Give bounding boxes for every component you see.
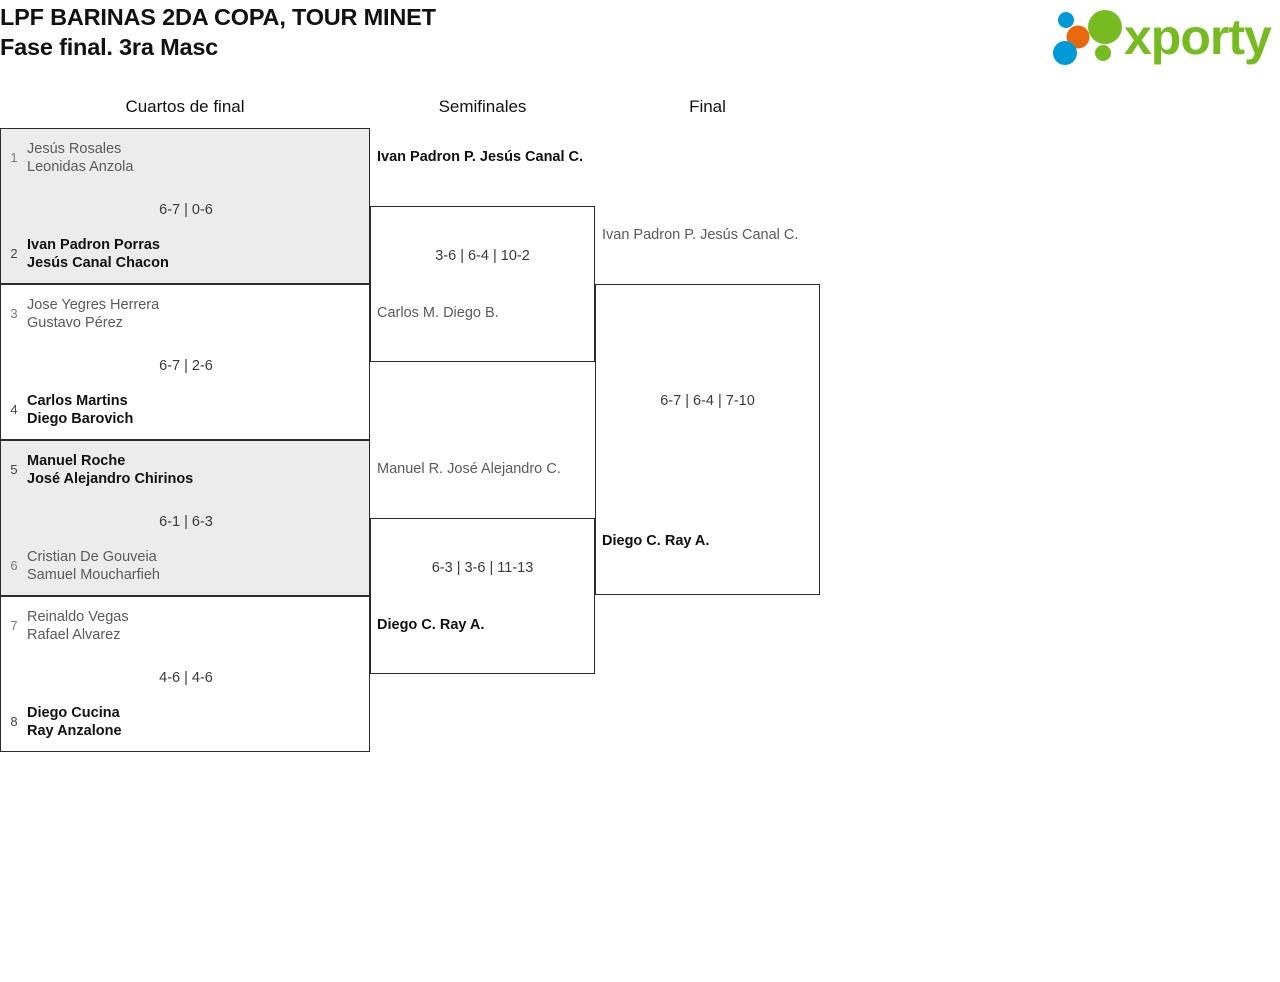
player-name: Jesús Canal C. — [700, 227, 799, 243]
qf2-bottom-players: Carlos Martins Diego Barovich — [27, 392, 133, 429]
player-name: Carlos M. — [377, 305, 440, 321]
player-name: Manuel R. — [377, 461, 444, 477]
qf3-top-entry[interactable]: 5 Manuel Roche José Alejandro Chirinos — [1, 449, 371, 491]
sf1-bottom-entry[interactable]: Carlos M. Diego B. — [377, 304, 595, 323]
final-top-entry[interactable]: Ivan Padron P. Jesús Canal C. — [602, 226, 820, 245]
qf2-top-seed: 3 — [10, 306, 18, 321]
final-bottom-entry[interactable]: Diego C. Ray A. — [602, 532, 820, 551]
player-name: Ray Anzalone — [27, 723, 122, 739]
match-qf-3[interactable]: 5 Manuel Roche José Alejandro Chirinos 6… — [0, 440, 370, 596]
page-header: LPF BARINAS 2DA COPA, TOUR MINET Fase fi… — [0, 0, 1280, 88]
tournament-title-line-2: Fase final. 3ra Masc — [0, 34, 219, 60]
player-name: José Alejandro Chirinos — [27, 471, 194, 487]
player-name: Jose Yegres Herrera — [27, 296, 160, 313]
player-name: Ray A. — [664, 533, 710, 549]
logo-dot-orange — [1066, 25, 1090, 49]
sf1-top-entry[interactable]: Ivan Padron P. Jesús Canal C. — [377, 148, 595, 167]
player-name: Diego C. — [602, 533, 661, 549]
sf2-bottom-entry[interactable]: Diego C. Ray A. — [377, 616, 595, 635]
player-name: Carlos Martins — [27, 392, 128, 409]
qf4-top-players: Reinaldo Vegas Rafael Alvarez — [27, 608, 129, 645]
player-name: Ivan Padron Porras — [27, 236, 160, 253]
qf4-bottom-players: Diego Cucina Ray Anzalone — [27, 704, 122, 741]
player-name: Rafael Alvarez — [27, 627, 121, 643]
player-name: Ivan Padron P. — [377, 149, 476, 165]
tournament-title-line-1: LPF BARINAS 2DA COPA, TOUR MINET — [0, 4, 436, 30]
player-name: Jesús Canal C. — [479, 149, 584, 165]
match-qf-4[interactable]: 7 Reinaldo Vegas Rafael Alvarez 4-6 | 4-… — [0, 596, 370, 752]
tournament-title-block: LPF BARINAS 2DA COPA, TOUR MINET Fase fi… — [0, 2, 900, 62]
player-name: Ivan Padron P. — [602, 227, 697, 243]
sf2-score: 6-3 | 3-6 | 11-13 — [431, 560, 534, 576]
player-name: Diego B. — [443, 305, 499, 321]
qf1-top-entry[interactable]: 1 Jesús Rosales Leonidas Anzola — [1, 137, 371, 179]
match-final[interactable]: 6-7 | 6-4 | 7-10 — [595, 284, 820, 595]
qf3-bottom-entry[interactable]: 6 Cristian De Gouveia Samuel Moucharfieh — [1, 545, 371, 587]
qf2-bottom-seed: 4 — [10, 402, 18, 417]
round-header-final: Final — [689, 97, 726, 116]
player-name: Samuel Moucharfieh — [27, 567, 160, 583]
qf3-bottom-players: Cristian De Gouveia Samuel Moucharfieh — [27, 548, 160, 585]
qf4-bottom-seed: 8 — [10, 714, 18, 729]
player-name: Gustavo Pérez — [27, 315, 123, 331]
match-qf-1[interactable]: 1 Jesús Rosales Leonidas Anzola 6-7 | 0-… — [0, 128, 370, 284]
qf3-bottom-seed: 6 — [10, 558, 18, 573]
qf3-top-players: Manuel Roche José Alejandro Chirinos — [27, 452, 193, 489]
qf1-top-players: Jesús Rosales Leonidas Anzola — [27, 140, 133, 177]
qf1-bottom-players: Ivan Padron Porras Jesús Canal Chacon — [27, 236, 169, 273]
player-name: Diego Cucina — [27, 704, 120, 721]
logo-dot-green-small — [1095, 45, 1111, 61]
player-name: Cristian De Gouveia — [27, 548, 157, 565]
player-name: Jesús Rosales — [27, 140, 122, 157]
sf2-top-entry[interactable]: Manuel R. José Alejandro C. — [377, 460, 595, 479]
player-name: José Alejandro C. — [447, 461, 561, 477]
player-name: Diego Barovich — [27, 411, 134, 427]
player-name: Diego C. — [377, 617, 436, 633]
xporty-logo-graphic: xporty — [1053, 9, 1273, 65]
player-name: Reinaldo Vegas — [27, 608, 129, 625]
qf2-top-entry[interactable]: 3 Jose Yegres Herrera Gustavo Pérez — [1, 293, 371, 335]
logo-wordmark: xporty — [1124, 9, 1272, 65]
logo-dot-blue-small — [1058, 12, 1074, 28]
qf4-score: 4-6 | 4-6 — [159, 670, 213, 686]
qf3-score: 6-1 | 6-3 — [159, 514, 213, 530]
match-sf-1[interactable]: 3-6 | 6-4 | 10-2 — [370, 206, 595, 362]
qf4-top-entry[interactable]: 7 Reinaldo Vegas Rafael Alvarez — [1, 605, 371, 647]
logo-dot-blue-large — [1053, 41, 1077, 65]
round-header-semifinals: Semifinales — [438, 97, 527, 116]
qf4-bottom-entry[interactable]: 8 Diego Cucina Ray Anzalone — [1, 701, 371, 743]
player-name: Ray A. — [439, 617, 485, 633]
final-score: 6-7 | 6-4 | 7-10 — [660, 393, 755, 409]
match-qf-2[interactable]: 3 Jose Yegres Herrera Gustavo Pérez 6-7 … — [0, 284, 370, 440]
logo-dot-green-large — [1088, 10, 1122, 44]
player-name: Leonidas Anzola — [27, 159, 134, 175]
xporty-logo[interactable]: xporty — [1048, 4, 1276, 68]
qf1-score: 6-7 | 0-6 — [159, 202, 213, 218]
match-sf-2[interactable]: 6-3 | 3-6 | 11-13 — [370, 518, 595, 674]
qf4-top-seed: 7 — [10, 618, 18, 633]
qf1-bottom-seed: 2 — [10, 246, 18, 261]
player-name: Jesús Canal Chacon — [27, 255, 169, 271]
sf1-score: 3-6 | 6-4 | 10-2 — [435, 248, 530, 264]
qf1-top-seed: 1 — [10, 150, 18, 165]
qf2-bottom-entry[interactable]: 4 Carlos Martins Diego Barovich — [1, 389, 371, 431]
qf2-score: 6-7 | 2-6 — [159, 358, 213, 374]
qf1-bottom-entry[interactable]: 2 Ivan Padron Porras Jesús Canal Chacon — [1, 233, 371, 275]
round-header-quarterfinals: Cuartos de final — [125, 97, 245, 116]
player-name: Manuel Roche — [27, 452, 126, 469]
qf2-top-players: Jose Yegres Herrera Gustavo Pérez — [27, 296, 159, 333]
qf3-top-seed: 5 — [10, 462, 18, 477]
